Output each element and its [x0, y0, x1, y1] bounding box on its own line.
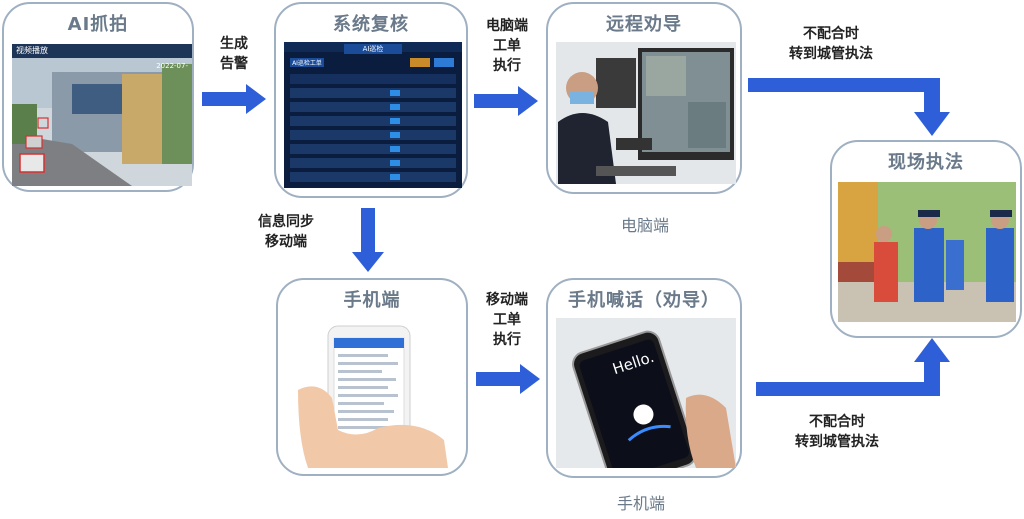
- card-title: 手机喊话（劝导）: [568, 290, 720, 311]
- card-title: AI抓拍: [67, 14, 129, 35]
- label-sync-mobile: 信息同步 移动端: [258, 214, 314, 250]
- arrow-ai-to-review: [202, 84, 266, 114]
- dashboard-tab: AI巡检工单: [292, 60, 322, 67]
- hand-holding-phone-image: [298, 320, 448, 468]
- arrow-review-to-mobile: [352, 208, 384, 272]
- phone-voice-image: Hello.: [556, 318, 736, 468]
- card-phone-shout: 手机喊话（劝导） Hello.: [546, 278, 742, 478]
- dashboard-title: AI巡检: [362, 45, 384, 53]
- label-mobile-ticket: 移动端 工单 执行: [486, 292, 528, 348]
- street-camera-image: 视频播放 2022-07-: [12, 44, 192, 186]
- arrow-remote-to-onsite: [748, 78, 950, 136]
- arrow-shout-to-onsite: [756, 338, 950, 396]
- remote-caption: 电脑端: [620, 216, 669, 235]
- label-noncompliant-top: 不配合时 转到城管执法: [789, 26, 873, 62]
- review-dashboard-image: AI巡检 AI巡检工单: [284, 42, 462, 188]
- operator-at-computer-image: [556, 42, 736, 184]
- enforcement-officers-image: [838, 182, 1016, 322]
- card-mobile: 手机端: [276, 278, 468, 476]
- card-onsite-enforce: 现场执法: [830, 140, 1022, 338]
- card-title: 现场执法: [888, 152, 964, 173]
- label-pc-ticket: 电脑端 工单 执行: [486, 18, 528, 74]
- screen-header: 视频播放: [16, 46, 48, 55]
- label-generate-alert: 生成 告警: [220, 36, 248, 72]
- card-title: 远程劝导: [606, 14, 682, 35]
- card-title: 系统复核: [333, 14, 409, 35]
- screen-timestamp: 2022-07-: [156, 62, 188, 70]
- phone-caption: 手机端: [616, 494, 665, 513]
- card-remote-persuade: 远程劝导: [546, 2, 742, 194]
- card-system-review: 系统复核 AI巡检 AI巡检工单: [274, 2, 468, 198]
- card-title: 手机端: [343, 290, 401, 311]
- arrow-review-to-remote: [474, 86, 538, 116]
- card-ai-capture: AI抓拍 视频播放 2022-07-: [2, 2, 194, 192]
- label-noncompliant-bottom: 不配合时 转到城管执法: [795, 414, 879, 450]
- arrow-mobile-to-shout: [476, 364, 540, 394]
